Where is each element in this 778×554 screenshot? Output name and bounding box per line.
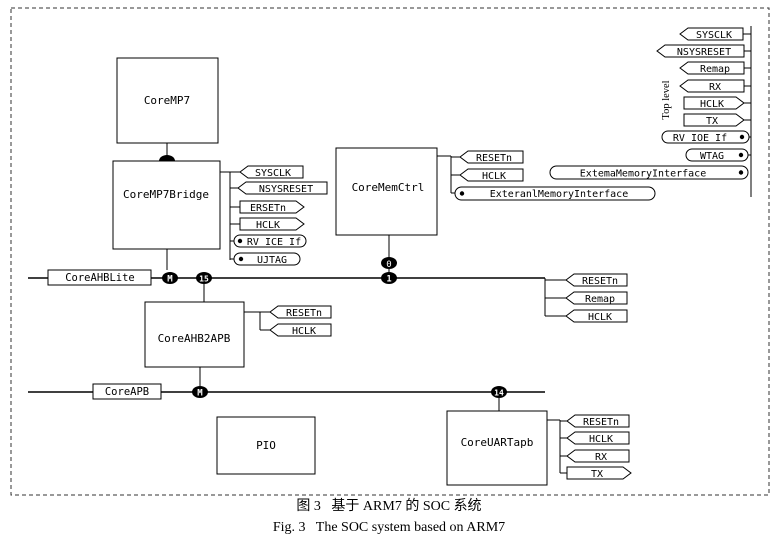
uart-signal-tx: TX	[591, 469, 603, 480]
uart-signal-rx: RX	[595, 452, 607, 463]
ahb-slave-port-1	[381, 272, 397, 284]
ahb-signal-hclk: HCLK	[588, 312, 612, 323]
signal-output-tag	[239, 200, 305, 214]
memctrl-signal-external-memory: ExteranlMemoryInterface	[490, 189, 628, 200]
connector-dot	[381, 257, 397, 269]
memctrl-signal-resetn: RESETn	[476, 153, 512, 164]
signal-input-tag	[679, 61, 745, 75]
ahb2apb-signal-resetn: RESETn	[286, 308, 322, 319]
ahb-signal-resetn: RESETn	[582, 276, 618, 287]
apb-bus-label-box	[92, 383, 162, 400]
top-signal-external-memory: ExtemaMemoryInterface	[580, 169, 706, 180]
signal-bidir-tag	[454, 186, 656, 201]
top-signal-nsysreset: NSYSRESET	[677, 47, 731, 58]
ahb-bus-label-box	[47, 269, 152, 286]
ahb-signal-remap: Remap	[585, 294, 615, 305]
signal-output-tag	[683, 96, 745, 110]
uart-signals	[547, 419, 567, 474]
signal-input-tag	[269, 305, 332, 319]
caption-en: Fig. 3 The SOC system based on ARM7	[273, 520, 505, 535]
bridge-signal-ersetn: ERSETn	[250, 203, 286, 214]
signal-input-tag	[566, 414, 630, 428]
block-corememctrl-label: CoreMemCtrl	[352, 181, 425, 194]
block-corememctrl	[335, 147, 438, 236]
block-coremp7-label: CoreMP7	[144, 94, 190, 107]
bridge-signal-sysclk: SYSCLK	[255, 168, 291, 179]
apb-slot-uart: 14	[494, 389, 504, 398]
signal-bidir-tag	[549, 165, 749, 180]
ahb2apb-signal-hclk: HCLK	[292, 326, 316, 337]
top-signal-remap: Remap	[700, 64, 730, 75]
top-level-label: Top level	[661, 80, 672, 119]
signal-input-tag	[459, 150, 524, 164]
signal-input-tag	[565, 309, 628, 323]
uart-signal-resetn: RESETn	[583, 417, 619, 428]
block-coremp7bridge	[112, 160, 221, 250]
apb-master-port-label: M	[197, 389, 203, 399]
signal-bidir-tag	[233, 234, 307, 248]
top-signal-rv-ioe-if: RV IOE If	[673, 133, 727, 144]
bridge-signal-hclk: HCLK	[256, 220, 280, 231]
apb-slave-port-14	[491, 386, 507, 398]
signal-input-tag	[679, 27, 744, 41]
bridge-signals	[220, 171, 240, 260]
signal-input-tag	[239, 165, 304, 179]
top-signal-rx: RX	[709, 82, 721, 93]
apb-master-port	[192, 386, 208, 398]
top-signal-sysclk: SYSCLK	[696, 30, 732, 41]
signal-input-tag	[566, 431, 630, 445]
memctrl-signal-hclk: HCLK	[482, 171, 506, 182]
top-signal-wtag: WTAG	[700, 151, 724, 162]
signal-input-tag	[566, 449, 630, 463]
block-coreahb2apb	[144, 301, 245, 368]
block-pio-label: PIO	[256, 439, 276, 452]
block-coreahb2apb-label: CoreAHB2APB	[158, 332, 231, 345]
ahb-master-port	[162, 272, 178, 284]
ahb2apb-signals	[244, 311, 270, 331]
block-coremp7bridge-label: CoreMP7Bridge	[123, 188, 209, 201]
bidir-dot	[459, 191, 465, 196]
bridge-signal-rv-ice-if: RV ICE If	[247, 237, 301, 248]
bidir-dot	[738, 170, 744, 175]
apb-bus-label: CoreAPB	[105, 386, 149, 398]
signal-bidir-tag	[685, 148, 749, 162]
bridge-signal-ujtag: UJTAG	[257, 255, 287, 266]
uart-signal-hclk: HCLK	[589, 434, 613, 445]
caption-cn: 图 3 基于 ARM7 的 SOC 系统	[296, 497, 481, 514]
signal-output-tag	[566, 466, 632, 480]
signal-output-tag	[239, 217, 305, 231]
ahb-slot-memctrl: 1	[386, 275, 391, 285]
block-pio	[216, 416, 316, 475]
block-coreuartapb	[446, 410, 548, 486]
signal-bidir-tag	[661, 130, 750, 144]
ahb-master-port-label: M	[167, 275, 173, 285]
ahb-slot-bridge: 15	[199, 275, 209, 284]
memctrl-signals	[437, 155, 460, 194]
bidir-dot	[238, 256, 244, 262]
signal-input-tag	[237, 181, 328, 195]
bidir-dot	[237, 238, 243, 244]
diagram-frame	[10, 7, 770, 496]
signal-output-tag	[683, 113, 745, 127]
block-coreuartapb-label: CoreUARTapb	[461, 436, 534, 449]
signal-input-tag	[679, 79, 745, 93]
ahb-bus-label: CoreAHBLite	[65, 272, 135, 284]
bridge-signal-nsysreset: NSYSRESET	[259, 184, 313, 195]
signal-input-tag	[269, 323, 332, 337]
bidir-dot	[739, 134, 745, 140]
bidir-dot	[738, 152, 744, 158]
ahb-slave-port-15	[196, 272, 212, 284]
signal-input-tag	[656, 44, 745, 58]
ahb-side-signals	[544, 278, 566, 317]
memctrl-master-port: 0	[386, 260, 391, 270]
signal-bidir-tag	[233, 252, 301, 266]
top-signal-hclk: HCLK	[700, 99, 724, 110]
top-signal-tx: TX	[706, 116, 718, 127]
signal-input-tag	[459, 168, 524, 182]
signal-input-tag	[565, 273, 628, 287]
signal-input-tag	[565, 291, 628, 305]
